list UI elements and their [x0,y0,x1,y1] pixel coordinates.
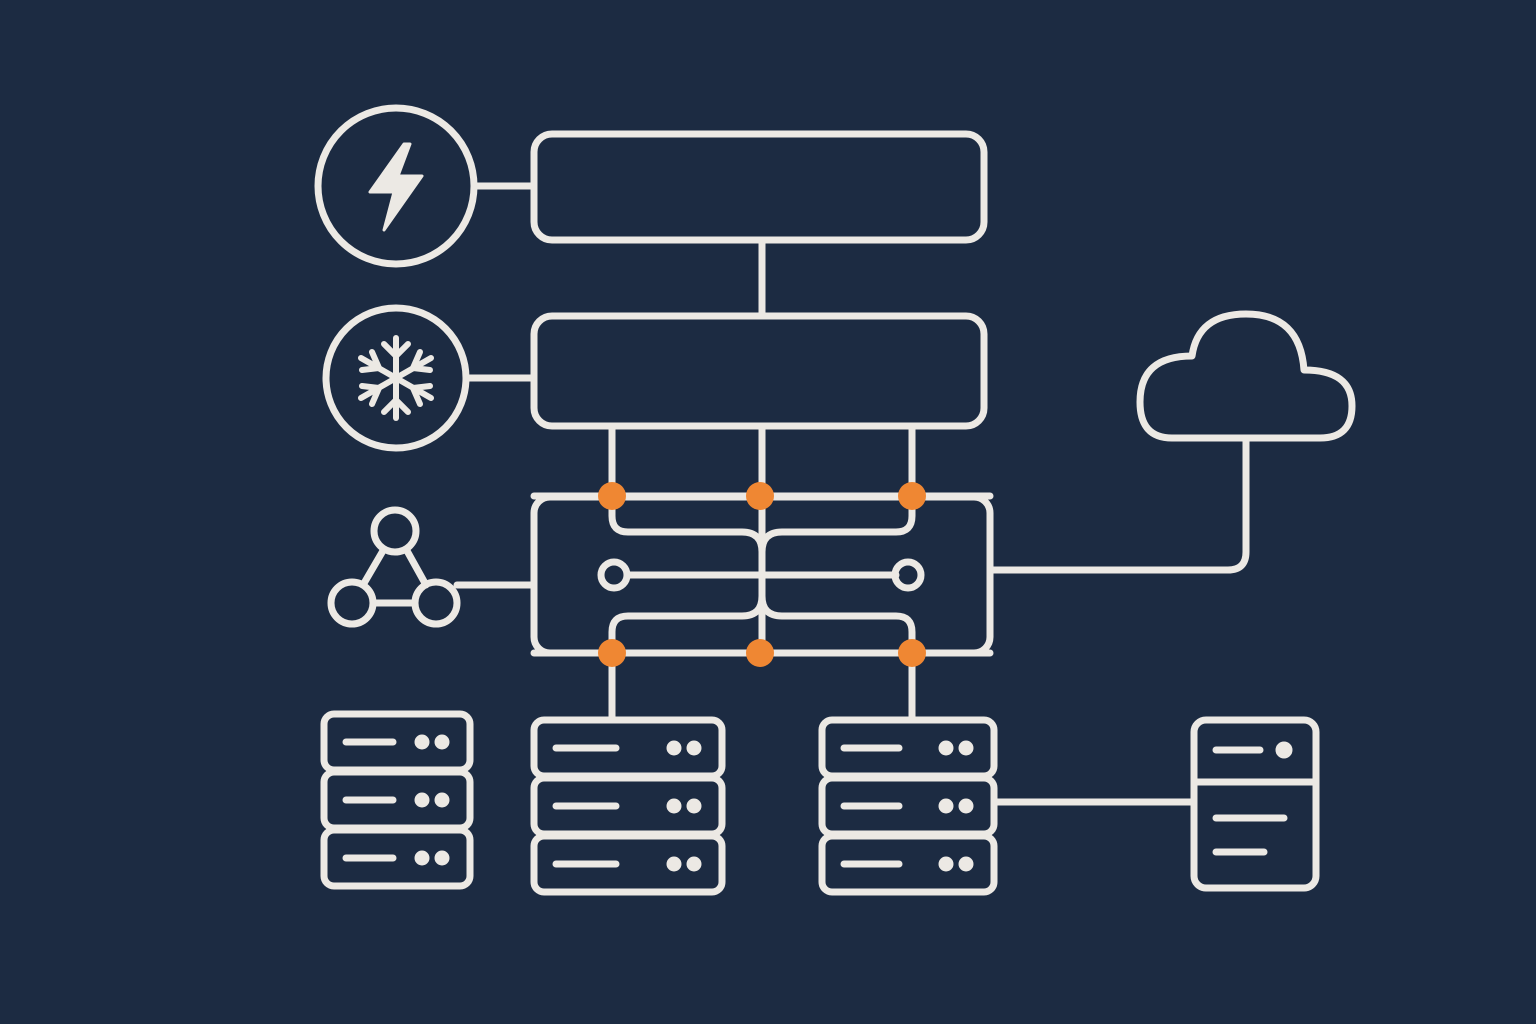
server-unit-led [414,850,430,866]
server-unit-led [938,740,954,756]
server-unit-led [434,850,450,866]
server-unit [320,826,474,890]
server-unit-led [434,792,450,808]
junction-bottom-right [898,639,926,667]
server-unit [818,832,998,896]
junction-top-center [746,482,774,510]
junction-top-left [598,482,626,510]
server-unit-led [414,792,430,808]
server-unit-led [414,734,430,750]
server-unit-led [666,856,682,872]
server-unit-led [686,740,702,756]
server-unit-led [666,740,682,756]
server-unit-led [938,798,954,814]
server-unit [530,832,726,896]
routing-terminal-left [597,558,631,592]
junction-bottom-center [746,639,774,667]
server-unit-led [958,856,974,872]
server-rack-icon [320,710,474,890]
server-unit-led [958,740,974,756]
cloud-connector [986,436,1250,574]
server-unit-led [434,734,450,750]
server-unit-led [958,798,974,814]
storage-cabinet-icon [1190,716,1320,892]
snowflake-icon [358,335,434,421]
server-unit-led [686,856,702,872]
routing-terminal-right [891,558,925,592]
junction-bottom-left [598,639,626,667]
server-unit-led [686,798,702,814]
junction-top-right [898,482,926,510]
server-unit-led [666,798,682,814]
server-unit-led [938,856,954,872]
cloud-icon [1136,310,1356,442]
server-rack-icon [530,716,726,896]
server-rack-icon [818,716,998,896]
network-nodes-icon [327,506,461,628]
lightning-bolt-icon [368,142,424,232]
